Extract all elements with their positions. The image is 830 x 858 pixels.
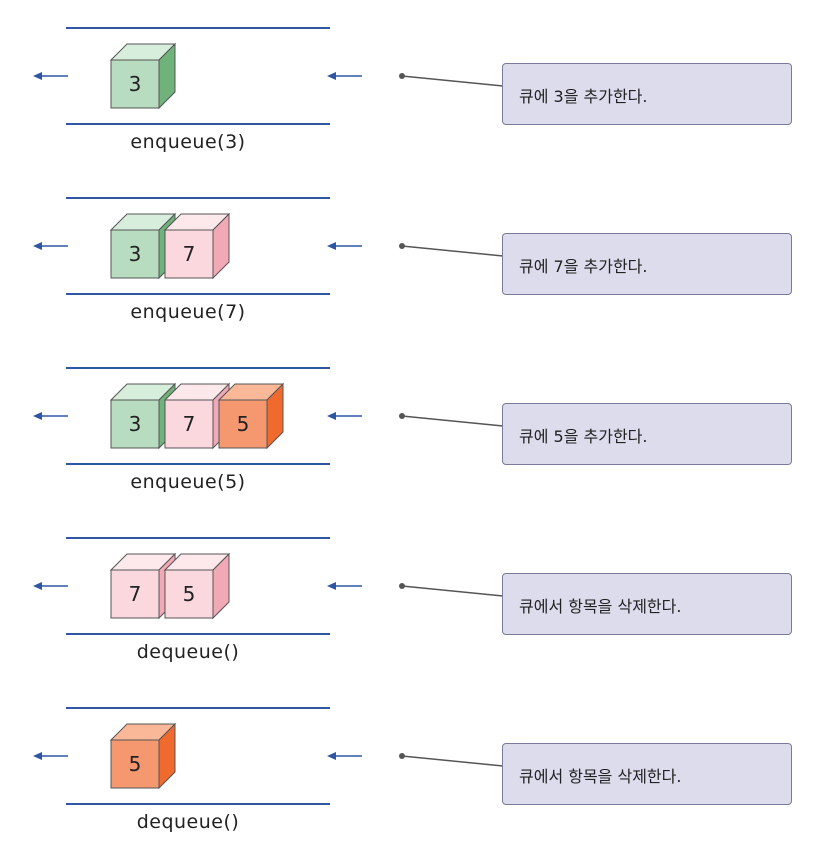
front-exit-arrow-head: [33, 72, 42, 80]
note-box: 큐에 7을 추가한다.: [502, 233, 792, 295]
leader-line: [401, 245, 504, 257]
operation-label: enqueue(3): [130, 131, 246, 153]
note-text: 큐에서 항목을 삭제한다.: [519, 597, 682, 616]
cube-front-face: [218, 399, 268, 449]
rear-entry-arrow-head: [327, 582, 336, 590]
note-box: 큐에 3을 추가한다.: [502, 63, 792, 125]
cube-front-face: [164, 229, 214, 279]
rear-entry-arrow: [327, 242, 362, 250]
front-exit-arrow: [33, 752, 68, 760]
operation-label: enqueue(7): [130, 301, 246, 323]
rear-entry-arrow: [327, 582, 362, 590]
operation-label: enqueue(5): [130, 471, 246, 493]
queue-item-cube: 5: [163, 552, 231, 620]
rear-entry-arrow: [327, 752, 362, 760]
note-box: 큐에서 항목을 삭제한다.: [502, 573, 792, 635]
cube-front-face: [164, 569, 214, 619]
rear-entry-arrow: [327, 412, 362, 420]
leader-line: [401, 75, 504, 87]
front-exit-arrow-head: [33, 582, 42, 590]
leader-line: [401, 415, 504, 427]
queue-item-cube: 5: [217, 382, 285, 450]
front-exit-arrow: [33, 582, 68, 590]
front-exit-arrow-head: [33, 242, 42, 250]
front-exit-arrow-head: [33, 752, 42, 760]
queue-item-value: 7: [183, 412, 196, 436]
rear-entry-arrow-head: [327, 242, 336, 250]
note-box: 큐에 5을 추가한다.: [502, 403, 792, 465]
operation-label: dequeue(): [136, 641, 240, 663]
rear-entry-arrow-head: [327, 72, 336, 80]
queue-item-value: 3: [129, 242, 142, 266]
cube-front-face: [110, 739, 160, 789]
cube-front-face: [164, 399, 214, 449]
queue-item-value: 5: [183, 582, 196, 606]
operation-label: dequeue(): [136, 811, 240, 833]
note-text: 큐에 3을 추가한다.: [519, 87, 648, 106]
note-text: 큐에서 항목을 삭제한다.: [519, 767, 682, 786]
queue-item-value: 7: [183, 242, 196, 266]
leader-line: [401, 755, 504, 767]
queue-step-1: 3: [33, 27, 504, 125]
cube-front-face: [110, 229, 160, 279]
note-text: 큐에 7을 추가한다.: [519, 257, 648, 276]
leader-line: [401, 585, 504, 597]
rear-entry-arrow-head: [327, 412, 336, 420]
cube-front-face: [110, 59, 160, 109]
front-exit-arrow: [33, 242, 68, 250]
front-exit-arrow: [33, 412, 68, 420]
cube-front-face: [110, 399, 160, 449]
queue-item-value: 3: [129, 72, 142, 96]
note-text: 큐에 5을 추가한다.: [519, 427, 648, 446]
queue-item-value: 3: [129, 412, 142, 436]
queue-item-value: 5: [129, 752, 142, 776]
queue-item-cube: 3: [109, 42, 177, 110]
rear-entry-arrow-head: [327, 752, 336, 760]
front-exit-arrow: [33, 72, 68, 80]
note-box: 큐에서 항목을 삭제한다.: [502, 743, 792, 805]
queue-item-cube: 5: [109, 722, 177, 790]
queue-item-cube: 7: [163, 212, 231, 280]
rear-entry-arrow: [327, 72, 362, 80]
cube-front-face: [110, 569, 160, 619]
queue-item-value: 5: [237, 412, 250, 436]
front-exit-arrow-head: [33, 412, 42, 420]
queue-step-3: 3 7 5: [33, 367, 504, 465]
queue-step-5: 5: [33, 707, 504, 805]
queue-item-value: 7: [129, 582, 142, 606]
